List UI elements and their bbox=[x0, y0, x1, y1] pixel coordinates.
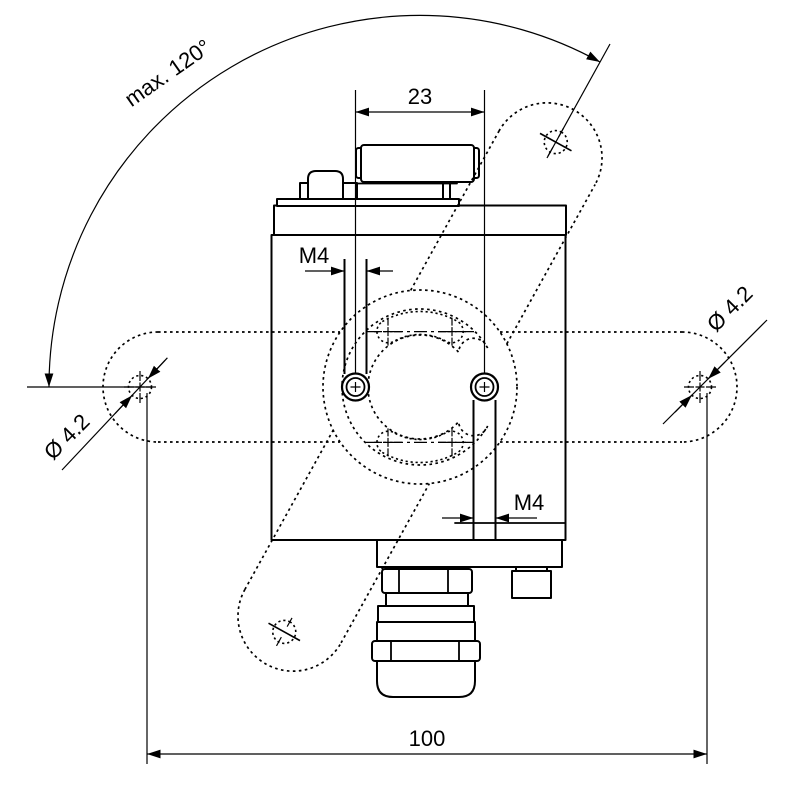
dimension-23: 23 bbox=[355, 84, 485, 117]
bottom-connector bbox=[511, 566, 552, 599]
dimension-100-label: 100 bbox=[409, 726, 446, 751]
terminal-box bbox=[355, 144, 480, 183]
m4-left-label: M4 bbox=[299, 243, 330, 268]
dimension-m4-right: M4 bbox=[442, 490, 545, 523]
arc-slot-bottom bbox=[376, 430, 464, 464]
dia-right-label: Ø 4.2 bbox=[702, 281, 758, 337]
m4-right-label: M4 bbox=[514, 490, 545, 515]
dia-callout-right: Ø 4.2 bbox=[662, 281, 768, 425]
angle-dimension-label: max. 120° bbox=[120, 34, 216, 111]
dimension-23-label: 23 bbox=[408, 84, 432, 109]
bottom-flange bbox=[376, 539, 563, 568]
dimension-m4-left: M4 bbox=[299, 243, 393, 276]
side-connector bbox=[299, 170, 358, 200]
dimension-100: 100 bbox=[146, 393, 708, 764]
device-body bbox=[270, 144, 567, 698]
dia-callout-left: Ø 4.2 bbox=[39, 357, 168, 471]
dia-left-label: Ø 4.2 bbox=[39, 409, 95, 465]
cable-gland bbox=[371, 568, 481, 698]
